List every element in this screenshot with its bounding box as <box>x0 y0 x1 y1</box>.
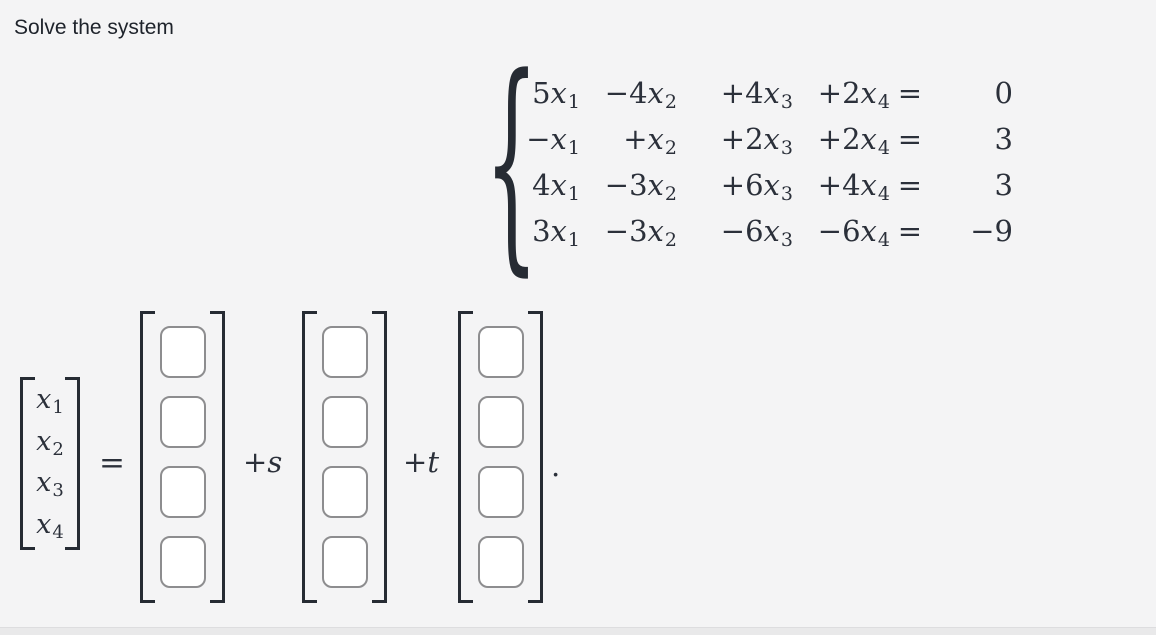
answer-input-vector2-row4[interactable] <box>321 536 368 588</box>
answer-input-vector2-row1[interactable] <box>321 326 368 378</box>
answer-vector-3-boxes <box>458 311 543 603</box>
answer-vector-1-boxes <box>140 311 225 603</box>
answer-input-vector3-row1[interactable] <box>477 326 524 378</box>
answer-input-vector3-row3[interactable] <box>477 466 524 518</box>
answer-input-vector1-row1[interactable] <box>159 326 206 378</box>
answer-input-vector3-row4[interactable] <box>477 536 524 588</box>
answer-vector-3 <box>458 311 543 603</box>
equation-row1-term2: −4x2 <box>604 76 677 113</box>
equation-row2-rhs: 3 <box>994 122 1013 156</box>
x-vector: x1 x2 x3 x4 <box>20 377 80 550</box>
answer-input-vector1-row4[interactable] <box>159 536 206 588</box>
equation-row4-rhs: −9 <box>970 214 1013 248</box>
equation-row2-term2: +x2 <box>623 122 677 159</box>
answer-vector-2-boxes <box>302 311 387 603</box>
parameter-t: t <box>427 445 439 479</box>
equation-row2-equals: = <box>897 122 922 156</box>
plus-sign: + <box>403 445 428 479</box>
equation-row4-term3: −6x3 <box>720 214 793 251</box>
answer-input-vector1-row2[interactable] <box>159 396 206 448</box>
bottom-divider <box>0 627 1156 635</box>
equation-row3-term3: +6x3 <box>720 168 793 205</box>
page-title: Solve the system <box>14 16 174 39</box>
equation-row4-term1: 3x1 <box>532 214 580 251</box>
equation-row3-term4: +4x4 <box>817 168 890 205</box>
x-vector-entry-2: x2 <box>36 425 64 460</box>
equation-row1-term3: +4x3 <box>720 76 793 113</box>
answer-input-vector2-row2[interactable] <box>321 396 368 448</box>
plus-sign: + <box>243 445 268 479</box>
equation-row1-equals: = <box>897 76 922 110</box>
x-vector-entry-4: x4 <box>36 508 64 543</box>
equation-row3-rhs: 3 <box>994 168 1013 202</box>
equation-row4-equals: = <box>897 214 922 248</box>
equals-sign: = <box>99 445 125 481</box>
x-vector-entry-3: x3 <box>36 467 64 502</box>
x-vector-entries: x1 x2 x3 x4 <box>20 377 80 550</box>
equation-row3-equals: = <box>897 168 922 202</box>
equation-row4-term4: −6x4 <box>817 214 890 251</box>
answer-vector-1 <box>140 311 225 603</box>
trailing-period: . <box>551 449 561 483</box>
equation-row1-rhs: 0 <box>994 76 1013 110</box>
parameter-s: s <box>267 445 283 479</box>
answer-input-vector1-row3[interactable] <box>159 466 206 518</box>
x-vector-entry-1: x1 <box>36 384 64 419</box>
equation-row2-term1: −x1 <box>526 122 580 159</box>
equation-row1-term1: 5x1 <box>532 76 580 113</box>
equation-row2-term4: +2x4 <box>817 122 890 159</box>
equation-row2-term3: +2x3 <box>720 122 793 159</box>
plus-t-operator: +t <box>403 445 439 479</box>
answer-input-vector2-row3[interactable] <box>321 466 368 518</box>
plus-s-operator: +s <box>243 445 282 479</box>
equation-row1-term4: +2x4 <box>817 76 890 113</box>
equation-row4-term2: −3x2 <box>604 214 677 251</box>
answer-input-vector3-row2[interactable] <box>477 396 524 448</box>
equation-row3-term1: 4x1 <box>532 168 580 205</box>
answer-vector-2 <box>302 311 387 603</box>
equation-row3-term2: −3x2 <box>604 168 677 205</box>
